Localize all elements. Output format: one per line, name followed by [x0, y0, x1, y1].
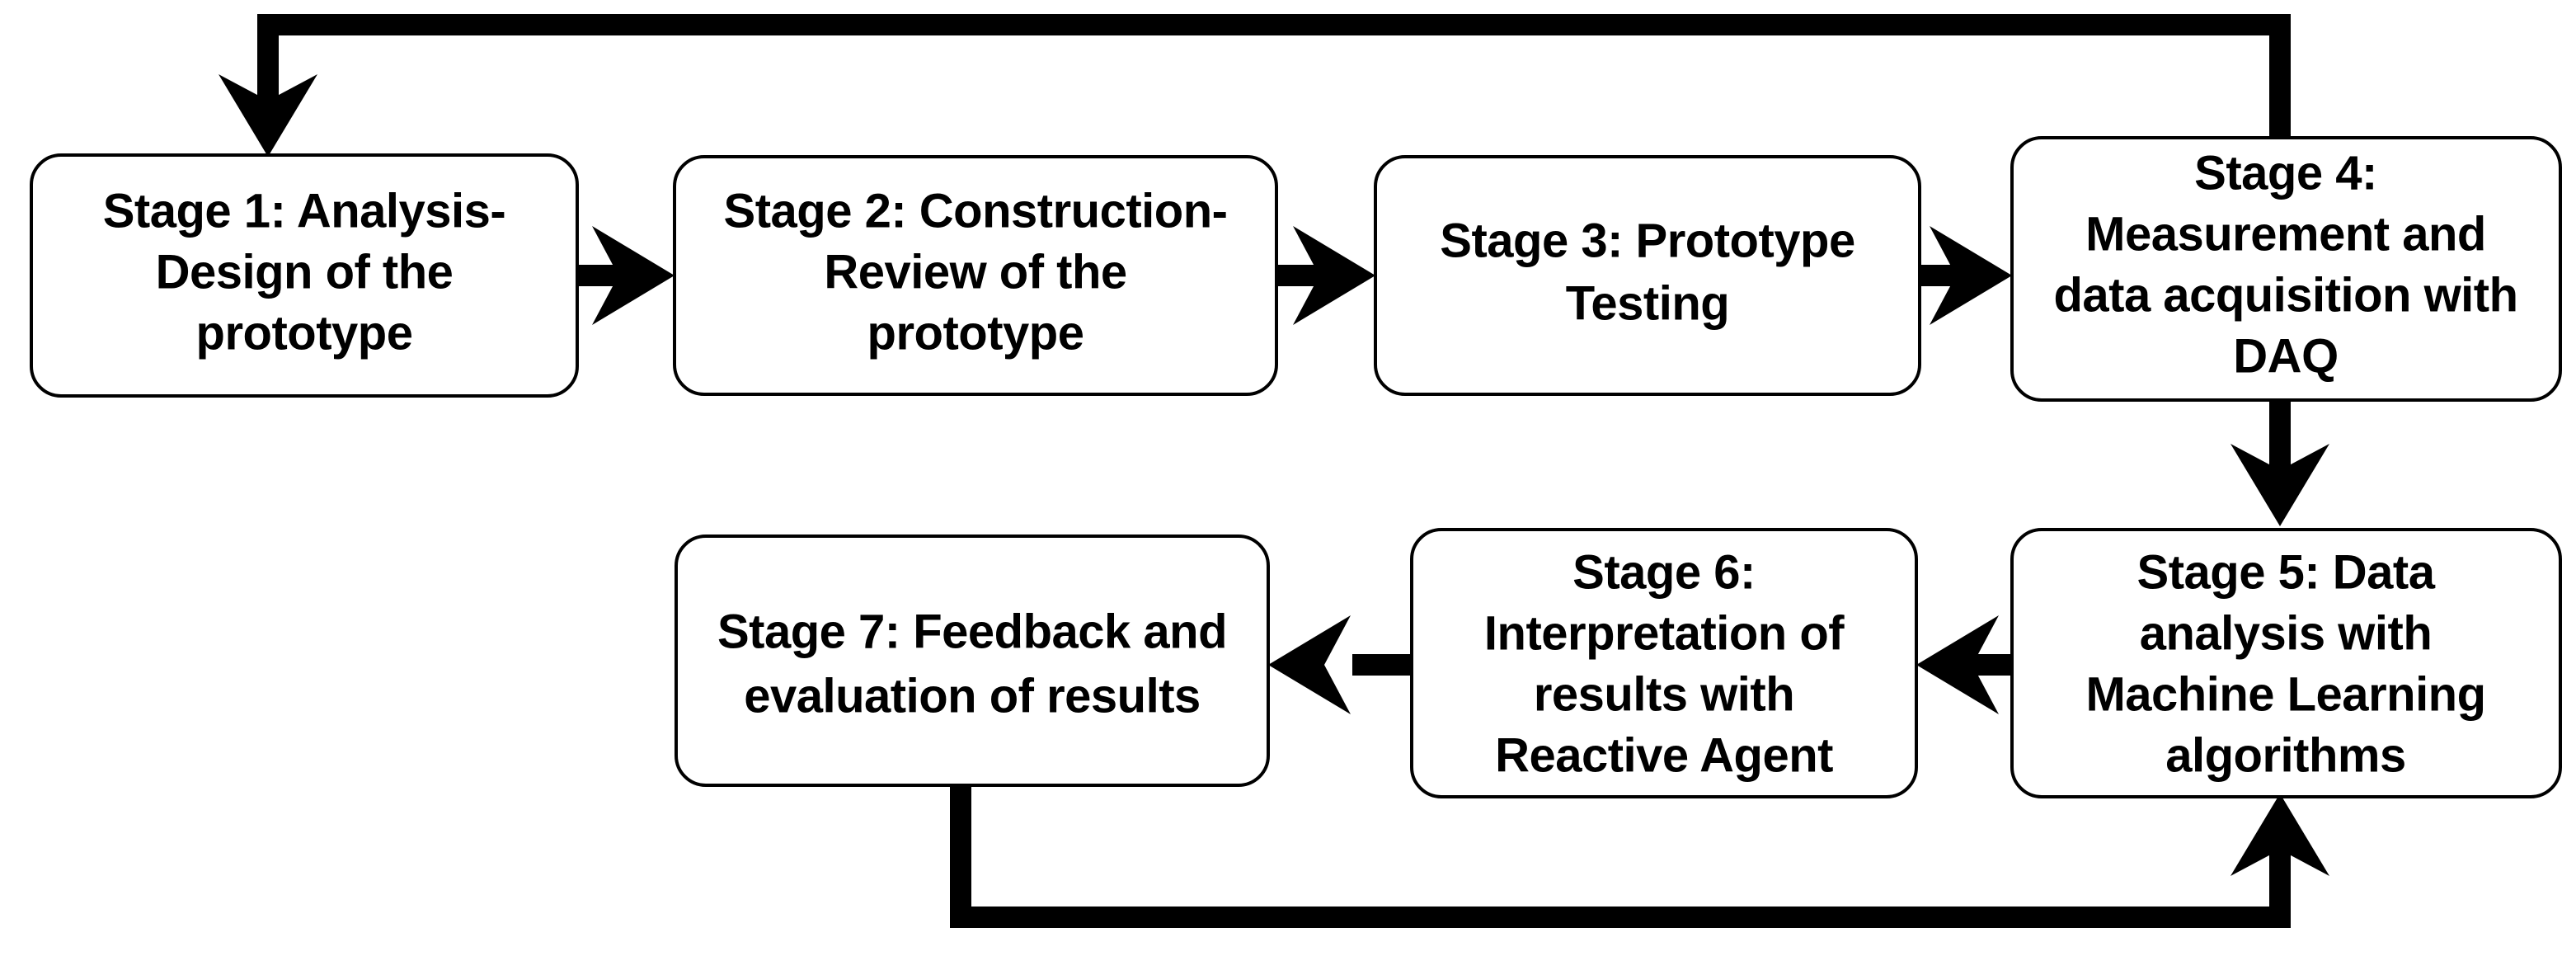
node-stage-2[interactable]: Stage 2: Construction- Review of the pro…: [673, 155, 1278, 396]
edge-stage4-to-stage1-feedback: [219, 14, 2291, 157]
stage-4-label-line-2: Measurement and: [2085, 207, 2486, 261]
edge-3-4-arrowhead: [1930, 226, 2012, 325]
stage-7-label-line-1: Stage 7: Feedback and: [717, 605, 1227, 658]
edge-stage2-to-stage3: [1276, 226, 1375, 325]
stage-6-label-line-2: Interpretation of: [1484, 606, 1845, 660]
stage-1-label-line-3: prototype: [196, 306, 413, 360]
stage-5-label-line-4: algorithms: [2165, 728, 2406, 782]
stage-2-label-line-3: prototype: [867, 306, 1084, 360]
stage-1-label-line-2: Design of the: [156, 245, 454, 299]
stage-2-label-line-1: Stage 2: Construction-: [724, 184, 1228, 238]
edge-stage4-to-stage5: [2230, 400, 2329, 526]
edge-stage3-to-stage4: [1920, 226, 2012, 325]
stage-2-label-line-2: Review of the: [824, 245, 1126, 299]
edge-stage1-to-stage2: [577, 226, 675, 325]
edge-1-2-arrowhead: [592, 226, 675, 325]
stage-4-label-line-1: Stage 4:: [2194, 146, 2377, 200]
feedback-top-arrowhead: [219, 74, 317, 157]
node-stage-3[interactable]: Stage 3: Prototype Testing: [1374, 155, 1921, 396]
edge-4-5-arrowhead: [2230, 444, 2329, 526]
edge-stage6-to-stage7: [1268, 615, 1412, 714]
edge-2-3-arrowhead: [1293, 226, 1375, 325]
stage-7-label-line-2: evaluation of results: [744, 669, 1201, 723]
feedback-bottom-path: [950, 785, 2291, 928]
stage-4-label-line-3: data acquisition with: [2053, 268, 2517, 322]
edge-5-6-arrowhead: [1916, 615, 1999, 714]
edge-6-7-arrowhead: [1268, 615, 1351, 714]
edge-stage7-to-stage5-feedback: [950, 785, 2329, 928]
stage-5-label-line-1: Stage 5: Data: [2137, 545, 2436, 599]
edge-stage5-to-stage6: [1916, 615, 2012, 714]
stage-5-label-line-2: analysis with: [2140, 606, 2433, 660]
stage-3-label-line-2: Testing: [1566, 276, 1729, 330]
stage-6-label-line-4: Reactive Agent: [1495, 728, 1833, 782]
feedback-top-path: [257, 14, 2291, 138]
stage-6-label-line-1: Stage 6:: [1572, 545, 1756, 599]
stage-5-label-line-3: Machine Learning: [2085, 667, 2485, 721]
node-stage-6[interactable]: Stage 6: Interpretation of results with …: [1410, 528, 1918, 798]
stage-4-label-line-4: DAQ: [2233, 329, 2338, 383]
stage-3-label-line-1: Stage 3: Prototype: [1440, 214, 1854, 267]
node-stage-7[interactable]: Stage 7: Feedback and evaluation of resu…: [675, 535, 1270, 787]
node-stage-5[interactable]: Stage 5: Data analysis with Machine Lear…: [2010, 528, 2562, 798]
stage-6-label-line-3: results with: [1534, 667, 1794, 721]
node-stage-4[interactable]: Stage 4: Measurement and data acquisitio…: [2010, 136, 2562, 402]
node-stage-1[interactable]: Stage 1: Analysis- Design of the prototy…: [30, 153, 579, 398]
feedback-bottom-arrowhead: [2230, 794, 2329, 876]
stage-3-box[interactable]: [1374, 155, 1921, 396]
stage-7-box[interactable]: [675, 535, 1270, 787]
stage-1-label-line-1: Stage 1: Analysis-: [103, 184, 505, 238]
